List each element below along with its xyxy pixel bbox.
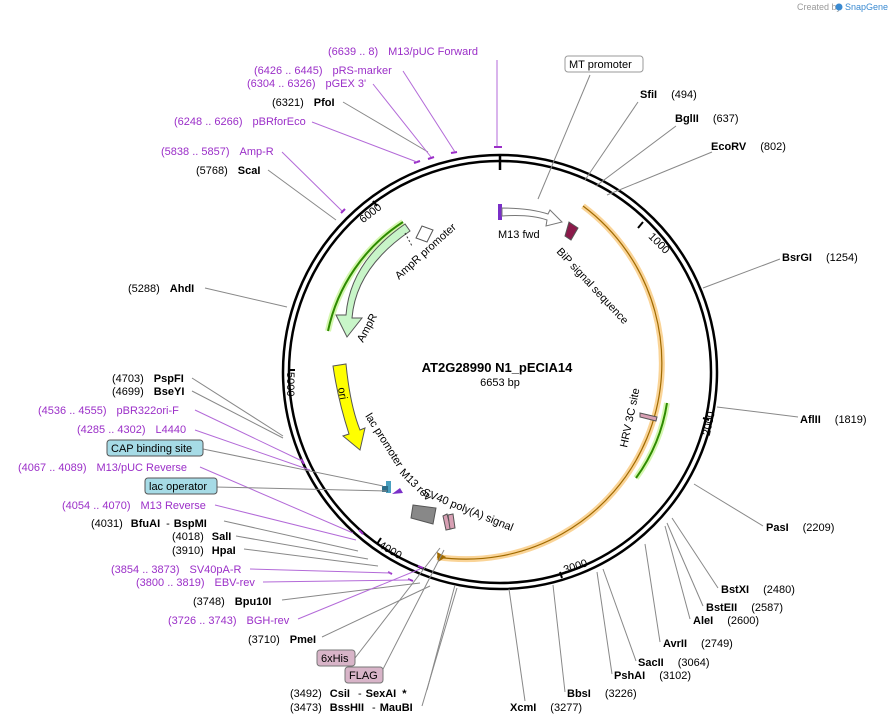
- primer-bgh-rev: (3726 .. 3743)BGH-rev: [168, 615, 290, 627]
- hrv-green-arc: [635, 402, 668, 479]
- site-ahdi: (5288)AhdI: [128, 283, 194, 295]
- top-primers: (6639 .. 8)M13/pUC Forward (6426 .. 6445…: [161, 46, 478, 158]
- primer-m13puc-forward: (6639 .. 8)M13/pUC Forward: [328, 46, 478, 58]
- site-bstxi: BstXI(2480): [721, 584, 795, 596]
- site-bseyi: (4699)BseYI: [112, 386, 184, 398]
- m13-fwd-label: M13 fwd: [498, 229, 540, 241]
- mt-promoter-box: MT promoter: [564, 55, 644, 73]
- site-alei: AleI(2600): [693, 615, 759, 627]
- site-ecorv: EcoRV(802): [711, 141, 786, 153]
- bip-arrow: [564, 221, 579, 241]
- site-pfoi: (6321)PfoI: [272, 97, 335, 109]
- mt-promoter-label: MT promoter: [569, 59, 632, 71]
- ori-label: ori: [335, 386, 349, 400]
- ampr-label: AmpR: [355, 312, 380, 345]
- insert-arc-line: [436, 205, 663, 560]
- cap-binding-site-tag: CAP binding site: [106, 439, 204, 457]
- ori-arrow: [332, 363, 366, 451]
- hrv-site-arrow: [639, 412, 658, 422]
- mt-promoter-arrow: [501, 207, 563, 227]
- primer-leaders: [194, 60, 498, 620]
- tick-3000: 3000: [562, 557, 589, 576]
- snapgene-logo-icon: [835, 3, 843, 11]
- ampr-green-arc: [327, 221, 404, 332]
- site-pasi: PasI(2209): [766, 522, 834, 534]
- ampr-arrow: [335, 223, 411, 338]
- primer-markers: [300, 146, 502, 582]
- site-bglii: BglII(637): [675, 113, 739, 125]
- site-avrii: AvrII(2749): [663, 638, 733, 650]
- svg-text:lac operator: lac operator: [149, 481, 207, 493]
- site-xcmi: XcmI(3277): [510, 702, 582, 714]
- bip-label: BiP signal sequence: [554, 246, 631, 327]
- bottom-sites: (3492)CsiI-SexAI* (3473)BssHII-MauBI: [290, 688, 413, 714]
- tick-2000: 2000: [701, 410, 718, 436]
- tick-5000: 5000: [284, 372, 296, 396]
- ampr-promoter-arrow: [415, 225, 434, 243]
- site-scai: (5768)ScaI: [196, 165, 260, 177]
- site-aflii: AflII(1819): [800, 414, 867, 426]
- cap-site-marker: [386, 481, 391, 493]
- enzyme-leaders: [191, 74, 799, 707]
- flag-tag: FLAG: [344, 666, 384, 684]
- primer-pbr322ori-f: (4536 .. 4555)pBR322ori-F: [38, 405, 179, 417]
- svg-text:CAP binding site: CAP binding site: [111, 443, 192, 455]
- site-bsshii-maubi: (3473)BssHII-MauBI: [290, 702, 413, 714]
- primer-m13-reverse: (4054 .. 4070)M13 Reverse: [62, 500, 206, 512]
- primer-sv40pa-r: (3854 .. 3873)SV40pA-R: [111, 564, 242, 576]
- plasmid-name: AT2G28990 N1_pECIA14: [422, 360, 574, 375]
- primer-m13puc-reverse: (4067 .. 4089)M13/pUC Reverse: [18, 462, 187, 474]
- m13-fwd-marker: [498, 204, 502, 220]
- primer-pgex3: (6304 .. 6326)pGEX 3': [247, 78, 366, 90]
- m13-rev-marker: [392, 488, 403, 494]
- site-pmei: (3710)PmeI: [248, 634, 316, 646]
- snapgene-brand: SnapGene: [845, 2, 888, 12]
- his-flag-marker-b: [447, 513, 456, 530]
- site-hpai: (3910)HpaI: [172, 545, 236, 557]
- plasmid-length: 6653 bp: [480, 377, 520, 389]
- sv40-box: [410, 504, 437, 525]
- site-sacii: SacII(3064): [638, 657, 709, 669]
- svg-text:FLAG: FLAG: [349, 670, 378, 682]
- primer-pbrforeco: (6248 .. 6266)pBRforEco: [174, 116, 306, 128]
- site-sfii: SfiI(494): [640, 89, 697, 101]
- plasmid-backbone: [281, 153, 719, 591]
- primer-l4440: (4285 .. 4302)L4440: [77, 424, 186, 436]
- site-pspfi: (4703)PspFI: [112, 373, 184, 385]
- primer-ebv-rev: (3800 .. 3819)EBV-rev: [136, 577, 255, 589]
- site-bsrgi: BsrGI(1254): [782, 252, 858, 264]
- site-bsteii: BstEII(2587): [706, 602, 783, 614]
- site-bpu10i: (3748)Bpu10I: [193, 596, 271, 608]
- primer-amp-r: (5838 .. 5857)Amp-R: [161, 146, 274, 158]
- lac-promoter-label: lac promoter: [362, 411, 405, 469]
- created-by-text: Created by: [797, 2, 842, 12]
- lac-operator-tag: lac operator: [144, 477, 218, 495]
- site-pshai: PshAI(3102): [614, 670, 691, 682]
- his-tag: 6xHis: [316, 649, 356, 667]
- hrv-label: HRV 3C site: [618, 387, 642, 449]
- left-sites: (4703)PspFI (4699)BseYI (4536 .. 4555)pB…: [18, 373, 316, 646]
- primer-prs-marker: (6426 .. 6445)pRS-marker: [254, 65, 392, 77]
- svg-text:6xHis: 6xHis: [321, 653, 349, 665]
- right-sites: SfiI(494) BglII(637) EcoRV(802) BsrGI(12…: [510, 89, 867, 714]
- site-csii-sexai: (3492)CsiI-SexAI*: [290, 688, 407, 700]
- site-bfuai-bspmi: (4031)BfuAI-BspMI: [91, 518, 207, 530]
- site-sali: (4018)SalI: [172, 531, 231, 543]
- site-bbsi: BbsI(3226): [567, 688, 637, 700]
